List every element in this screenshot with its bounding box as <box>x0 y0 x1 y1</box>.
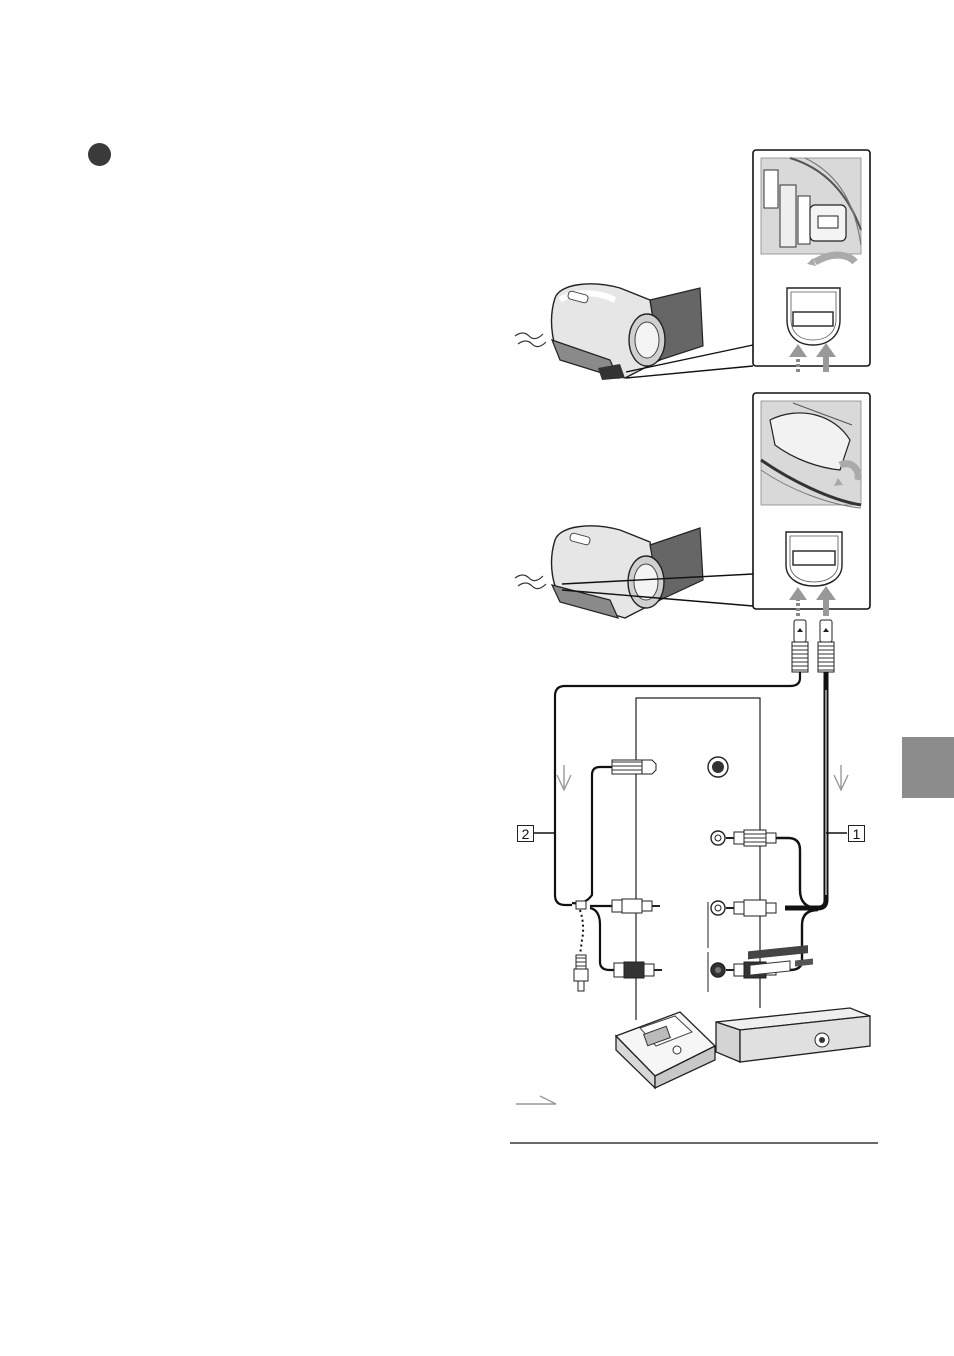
left-rca-plugs <box>612 899 662 978</box>
dvd-recorder-icon <box>616 1012 715 1088</box>
av-connector-closeup-bottom <box>753 393 870 616</box>
callout-cable-2: 2 <box>517 825 534 842</box>
spare-video-plug-icon <box>574 955 588 991</box>
signal-flow-arrow-icon <box>557 765 848 790</box>
cable-plugs-top <box>792 620 834 672</box>
cable-1-line <box>775 672 826 970</box>
s-video-plug-icon <box>612 760 656 774</box>
vcr-icon <box>716 945 870 1062</box>
av-connector-closeup-top <box>753 150 870 372</box>
cable-2-line <box>555 672 800 970</box>
camcorder-top-icon <box>515 284 753 380</box>
signal-flow-legend-icon <box>516 1096 556 1104</box>
camcorder-bottom-icon <box>515 526 753 618</box>
callout-cable-1: 1 <box>848 825 865 842</box>
